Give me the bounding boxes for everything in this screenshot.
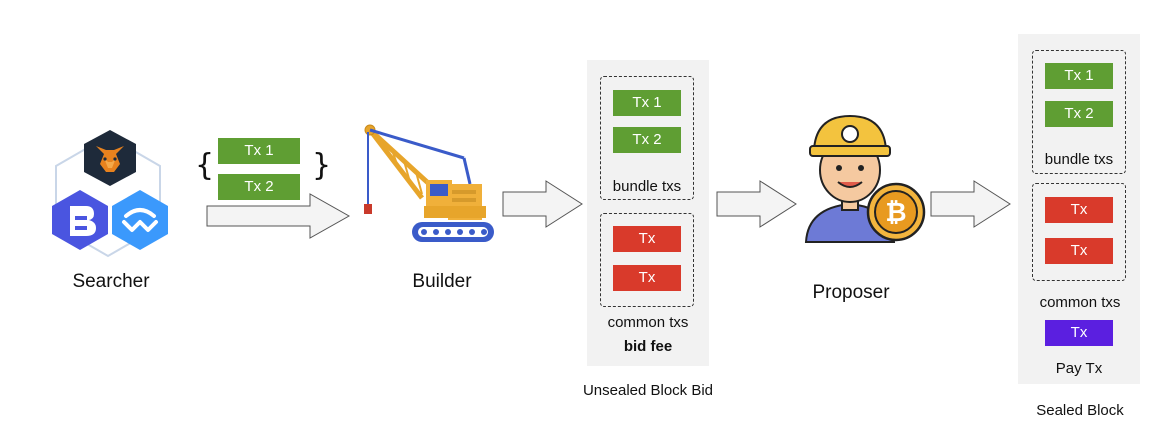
unsealed-bundle-tx-2: Tx 2 [613, 127, 681, 153]
unsealed-common-tx-2: Tx [613, 265, 681, 291]
svg-text:₿: ₿ [885, 198, 906, 228]
sealed-common-tx-1: Tx [1045, 197, 1113, 223]
pay-tx: Tx [1045, 320, 1113, 346]
sealed-common-box [1032, 183, 1126, 281]
searcher-hexagon-outline-icon [55, 134, 161, 258]
searcher-label: Searcher [72, 271, 150, 292]
arrow-right-icon [716, 180, 797, 228]
right-brace: } [312, 148, 332, 183]
unsealed-block-caption: Unsealed Block Bid [582, 382, 714, 399]
wallet-b-icon [52, 190, 108, 250]
sealed-common-tx-2: Tx [1045, 238, 1113, 264]
walletconnect-icon [112, 190, 168, 250]
unsealed-common-box [600, 213, 694, 307]
pay-tx-label: Pay Tx [1055, 360, 1103, 377]
sealed-bundle-box [1032, 50, 1126, 174]
proposer-label: Proposer [812, 282, 890, 303]
unsealed-bundle-label: bundle txs [612, 178, 682, 195]
sealed-bundle-tx-2: Tx 2 [1045, 101, 1113, 127]
sealed-bundle-tx-1: Tx 1 [1045, 63, 1113, 89]
builder-label: Builder [412, 271, 472, 292]
bitcoin-coin-icon: ₿ [866, 182, 926, 242]
sealed-common-label: common txs [1039, 294, 1121, 311]
left-brace: { [195, 148, 215, 183]
arrow-right-icon [206, 193, 351, 239]
arrow-right-icon [502, 180, 583, 228]
unsealed-bundle-tx-1: Tx 1 [613, 90, 681, 116]
crane-icon [364, 124, 494, 242]
sealed-bundle-label: bundle txs [1044, 151, 1114, 168]
unsealed-bundle-box [600, 76, 694, 200]
unsealed-common-label: common txs [607, 314, 689, 331]
metamask-fox-icon [84, 130, 136, 186]
bundle-tx-2: Tx 2 [218, 174, 300, 200]
sealed-block-caption: Sealed Block [1036, 402, 1124, 419]
unsealed-common-tx-1: Tx [613, 226, 681, 252]
bid-fee-label: bid fee [623, 338, 673, 355]
arrow-right-icon [930, 180, 1011, 228]
bundle-tx-1: Tx 1 [218, 138, 300, 164]
